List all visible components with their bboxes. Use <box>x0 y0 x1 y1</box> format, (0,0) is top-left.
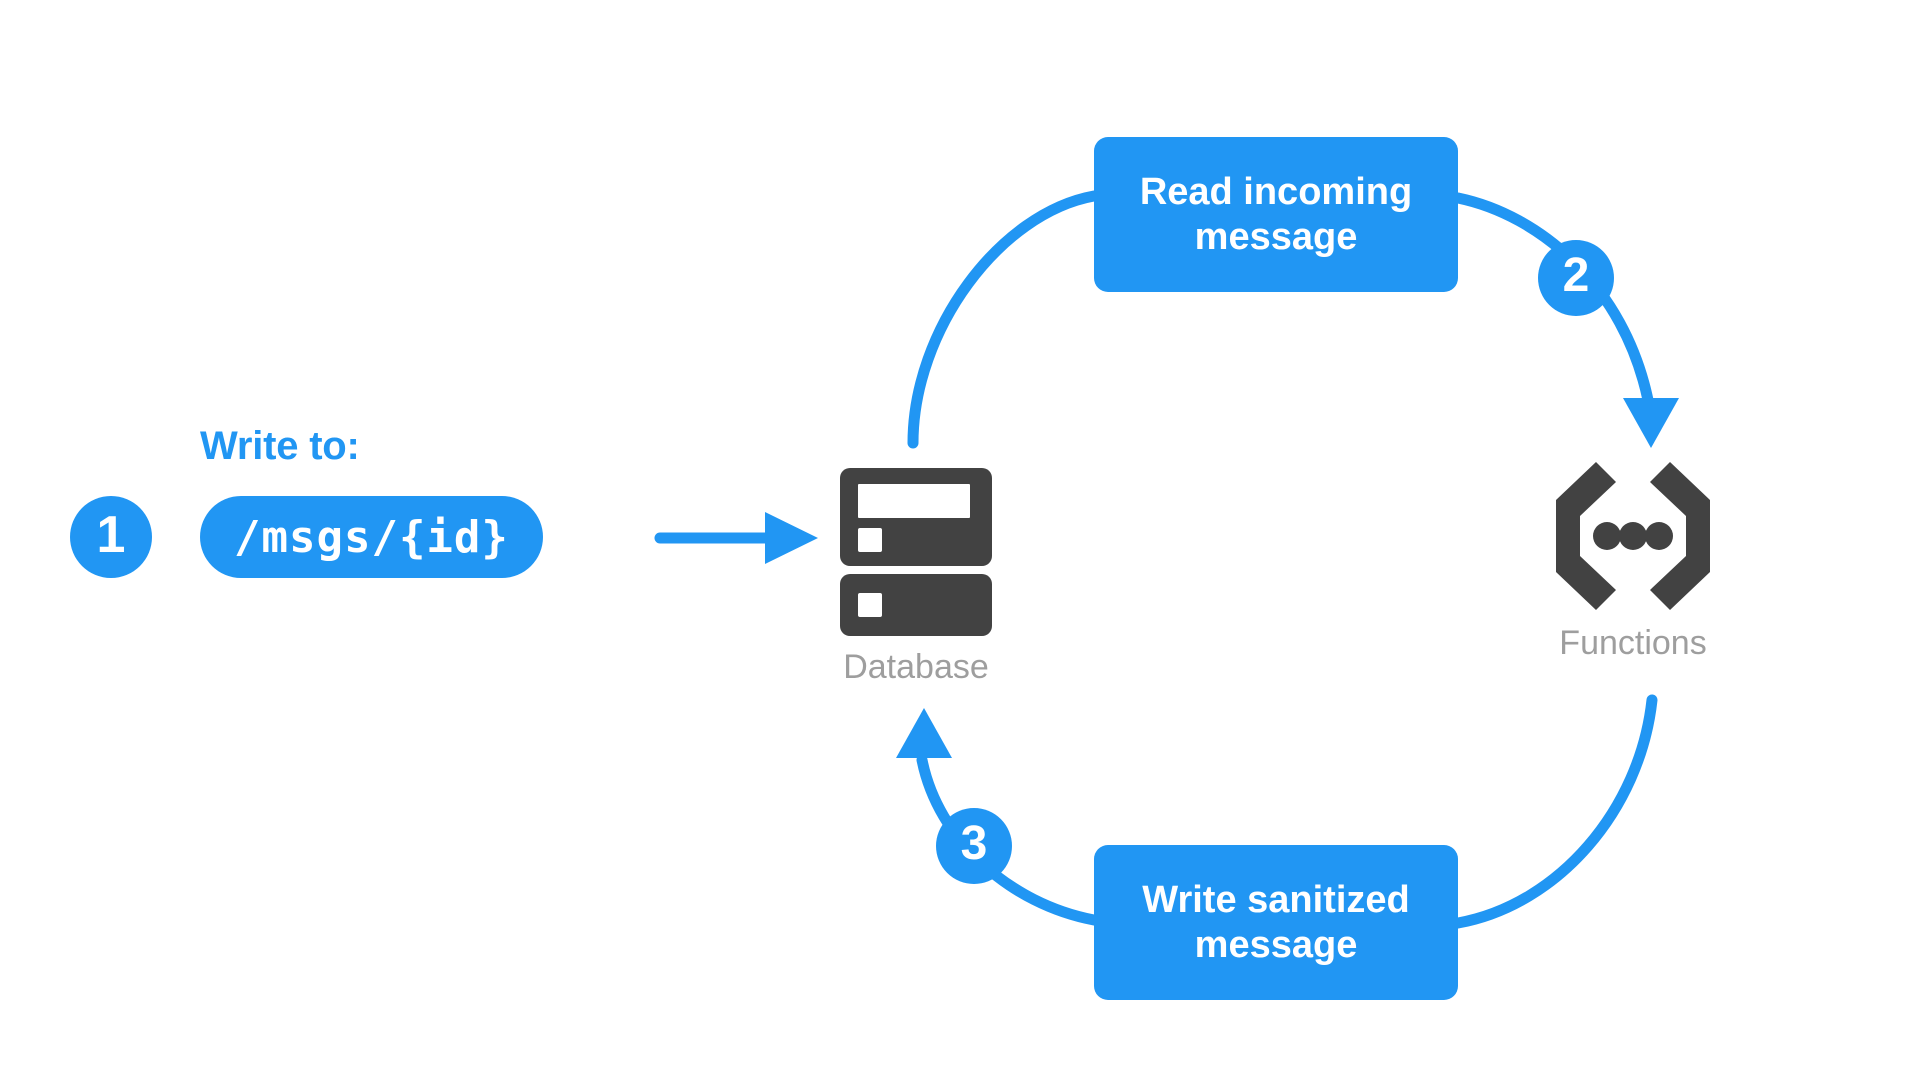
connector-database-to-read <box>907 190 1100 449</box>
database-icon-bottom-unit <box>840 574 992 636</box>
database-path-value: /msgs/{id} <box>234 511 509 563</box>
service-database[interactable]: Database <box>840 468 992 687</box>
write-to-label: Write to: <box>200 424 360 468</box>
action-box-read-line1: Read incoming <box>1139 170 1413 213</box>
step-badge-3-number: 3 <box>960 817 988 870</box>
service-database-label: Database <box>843 648 989 686</box>
step-badge-2: 2 <box>1538 240 1614 316</box>
step-badge-3: 3 <box>936 808 1012 884</box>
connector-pill-to-database <box>654 512 818 564</box>
service-functions-label: Functions <box>1559 624 1707 662</box>
action-box-write-line2: message <box>1194 923 1358 966</box>
action-box-read-text: Read incoming message <box>1140 170 1412 260</box>
database-icon-slot <box>858 484 970 518</box>
database-icon-top-unit <box>840 468 992 566</box>
functions-braces-icon <box>1556 462 1710 610</box>
action-box-write-text: Write sanitized message <box>1142 878 1409 968</box>
action-box-write-line1: Write sanitized <box>1142 878 1410 921</box>
connector-read-to-functions <box>1452 192 1679 448</box>
step-badge-1-number: 1 <box>96 506 126 564</box>
step-badge-2-number: 2 <box>1562 249 1590 302</box>
action-box-read-line2: message <box>1194 215 1358 258</box>
connector-functions-to-write <box>1452 694 1658 929</box>
database-icon <box>840 468 992 636</box>
service-functions[interactable]: Functions <box>1548 460 1718 663</box>
database-path-pill[interactable]: /msgs/{id} <box>200 496 543 578</box>
action-box-read-incoming-message[interactable]: Read incoming message <box>1094 137 1458 292</box>
step-badge-1: 1 <box>70 496 152 578</box>
action-box-write-sanitized-message[interactable]: Write sanitized message <box>1094 845 1458 1000</box>
database-icon-led-top <box>858 528 882 552</box>
database-icon-led-bottom <box>858 593 882 617</box>
